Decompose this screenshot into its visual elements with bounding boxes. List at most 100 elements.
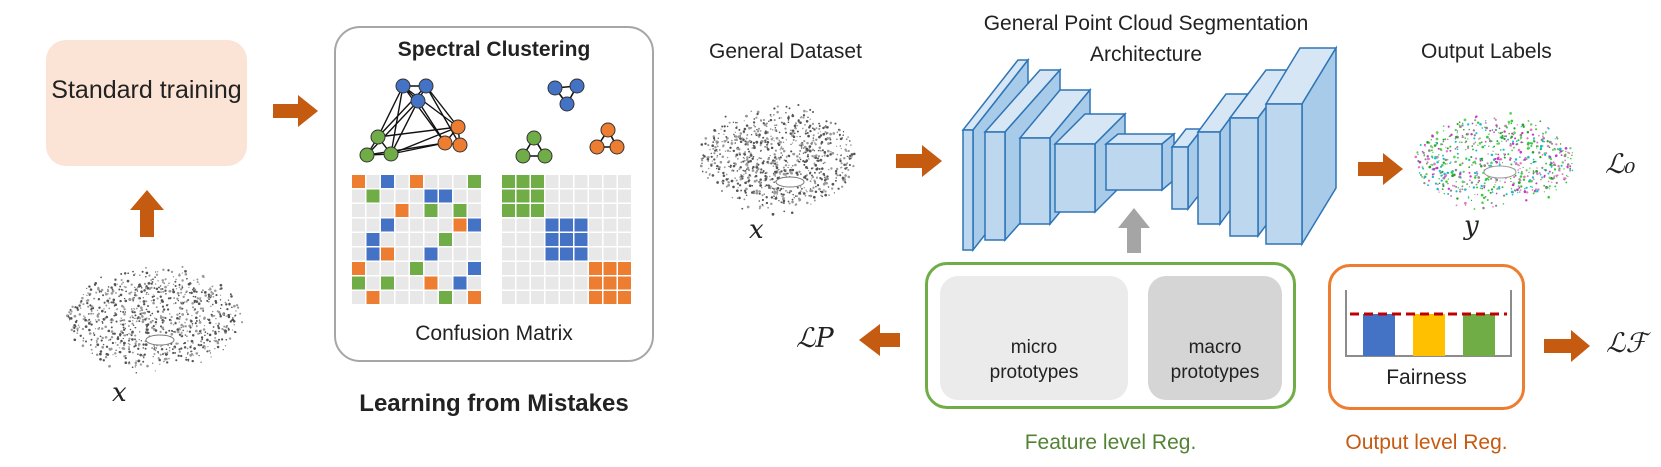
micro-label-line2: prototypes [989, 362, 1079, 383]
matrix-cell [395, 247, 409, 261]
output-symbol: y [1464, 211, 1479, 241]
block-front [1171, 146, 1189, 210]
matrix-cell [516, 204, 530, 217]
matrix-cell [531, 276, 544, 290]
matrix-cell [395, 291, 409, 304]
matrix-cell [352, 247, 365, 261]
matrix-cell [381, 262, 394, 275]
fairness-chart [1345, 290, 1512, 357]
matrix-cell [618, 291, 631, 304]
matrix-cell [545, 247, 559, 261]
point-cloud-output-labels [1414, 112, 1574, 210]
matrix-cell [453, 276, 467, 290]
matrix-cell [589, 175, 602, 188]
matrix-cell [439, 276, 452, 290]
matrix-cell [453, 175, 467, 188]
matrix-cell [603, 218, 617, 232]
matrix-cell [468, 247, 481, 261]
matrix-cell [589, 204, 602, 217]
matrix-cell [502, 276, 515, 290]
block-front [1265, 103, 1303, 245]
fairness-bar-blue [1363, 314, 1395, 356]
block-front [1054, 143, 1096, 213]
matrix-cell [424, 204, 438, 217]
matrix-cell [531, 262, 544, 275]
matrix-cell [603, 276, 617, 290]
general-dataset-label: General Dataset [709, 40, 862, 63]
feature-level-reg-box [925, 262, 1296, 409]
matrix-cell [468, 204, 481, 217]
matrix-cell [516, 262, 530, 275]
matrix-cell [424, 175, 438, 188]
matrix-cell [545, 218, 559, 232]
matrix-cell [352, 262, 365, 275]
matrix-cell [574, 276, 588, 290]
matrix-cell [395, 175, 409, 188]
matrix-cell [560, 204, 573, 217]
matrix-cell [453, 291, 467, 304]
fairness-bar-yellow [1413, 314, 1445, 356]
matrix-cell [366, 291, 380, 304]
matrix-cell [439, 291, 452, 304]
matrix-cell [589, 218, 602, 232]
matrix-cell [424, 218, 438, 232]
matrix-cell [589, 247, 602, 261]
matrix-cell [560, 233, 573, 246]
matrix-cell [603, 247, 617, 261]
matrix-cell [545, 189, 559, 203]
architecture-label-line1: General Point Cloud Segmentation [983, 12, 1309, 35]
matrix-cell [395, 262, 409, 275]
matrix-cell [603, 175, 617, 188]
matrix-cell [468, 291, 481, 304]
matrix-cell [366, 233, 380, 246]
matrix-cell [395, 189, 409, 203]
matrix-cell [468, 189, 481, 203]
matrix-cell [603, 262, 617, 275]
output-level-reg-box [1328, 264, 1525, 410]
matrix-cell [439, 262, 452, 275]
matrix-cell [453, 204, 467, 217]
matrix-cell [453, 247, 467, 261]
matrix-cell [531, 291, 544, 304]
matrix-cell [545, 175, 559, 188]
matrix-cell [618, 276, 631, 290]
block-front [984, 131, 1006, 241]
matrix-cell [366, 276, 380, 290]
matrix-cell [424, 233, 438, 246]
matrix-cell [410, 175, 423, 188]
matrix-cell [439, 175, 452, 188]
matrix-cell [410, 233, 423, 246]
micro-label-line1: micro [1010, 337, 1058, 358]
matrix-cell [366, 189, 380, 203]
matrix-cell [502, 233, 515, 246]
confusion-matrix-unordered [352, 175, 481, 304]
matrix-cell [502, 218, 515, 232]
matrix-cell [589, 262, 602, 275]
matrix-cell [381, 189, 394, 203]
matrix-cell [516, 189, 530, 203]
matrix-cell [516, 276, 530, 290]
block-front [1019, 137, 1051, 225]
arrow-prototypes-to-architecture [1118, 208, 1150, 253]
matrix-cell [453, 218, 467, 232]
matrix-cell [366, 262, 380, 275]
matrix-cell [560, 189, 573, 203]
matrix-cell [574, 262, 588, 275]
matrix-cell [352, 276, 365, 290]
loss-lp: ℒP [796, 323, 834, 354]
matrix-cell [589, 276, 602, 290]
matrix-cell [516, 218, 530, 232]
matrix-cell [395, 218, 409, 232]
matrix-cell [381, 204, 394, 217]
matrix-cell [516, 291, 530, 304]
matrix-cell [410, 262, 423, 275]
matrix-cell [381, 276, 394, 290]
point-cloud-standard [65, 265, 244, 374]
block-front [1229, 117, 1259, 237]
point-cloud-general-dataset [699, 103, 856, 216]
matrix-cell [531, 204, 544, 217]
macro-prototypes-box [1148, 276, 1282, 400]
matrix-cell [603, 291, 617, 304]
matrix-cell [352, 291, 365, 304]
matrix-cell [352, 175, 365, 188]
